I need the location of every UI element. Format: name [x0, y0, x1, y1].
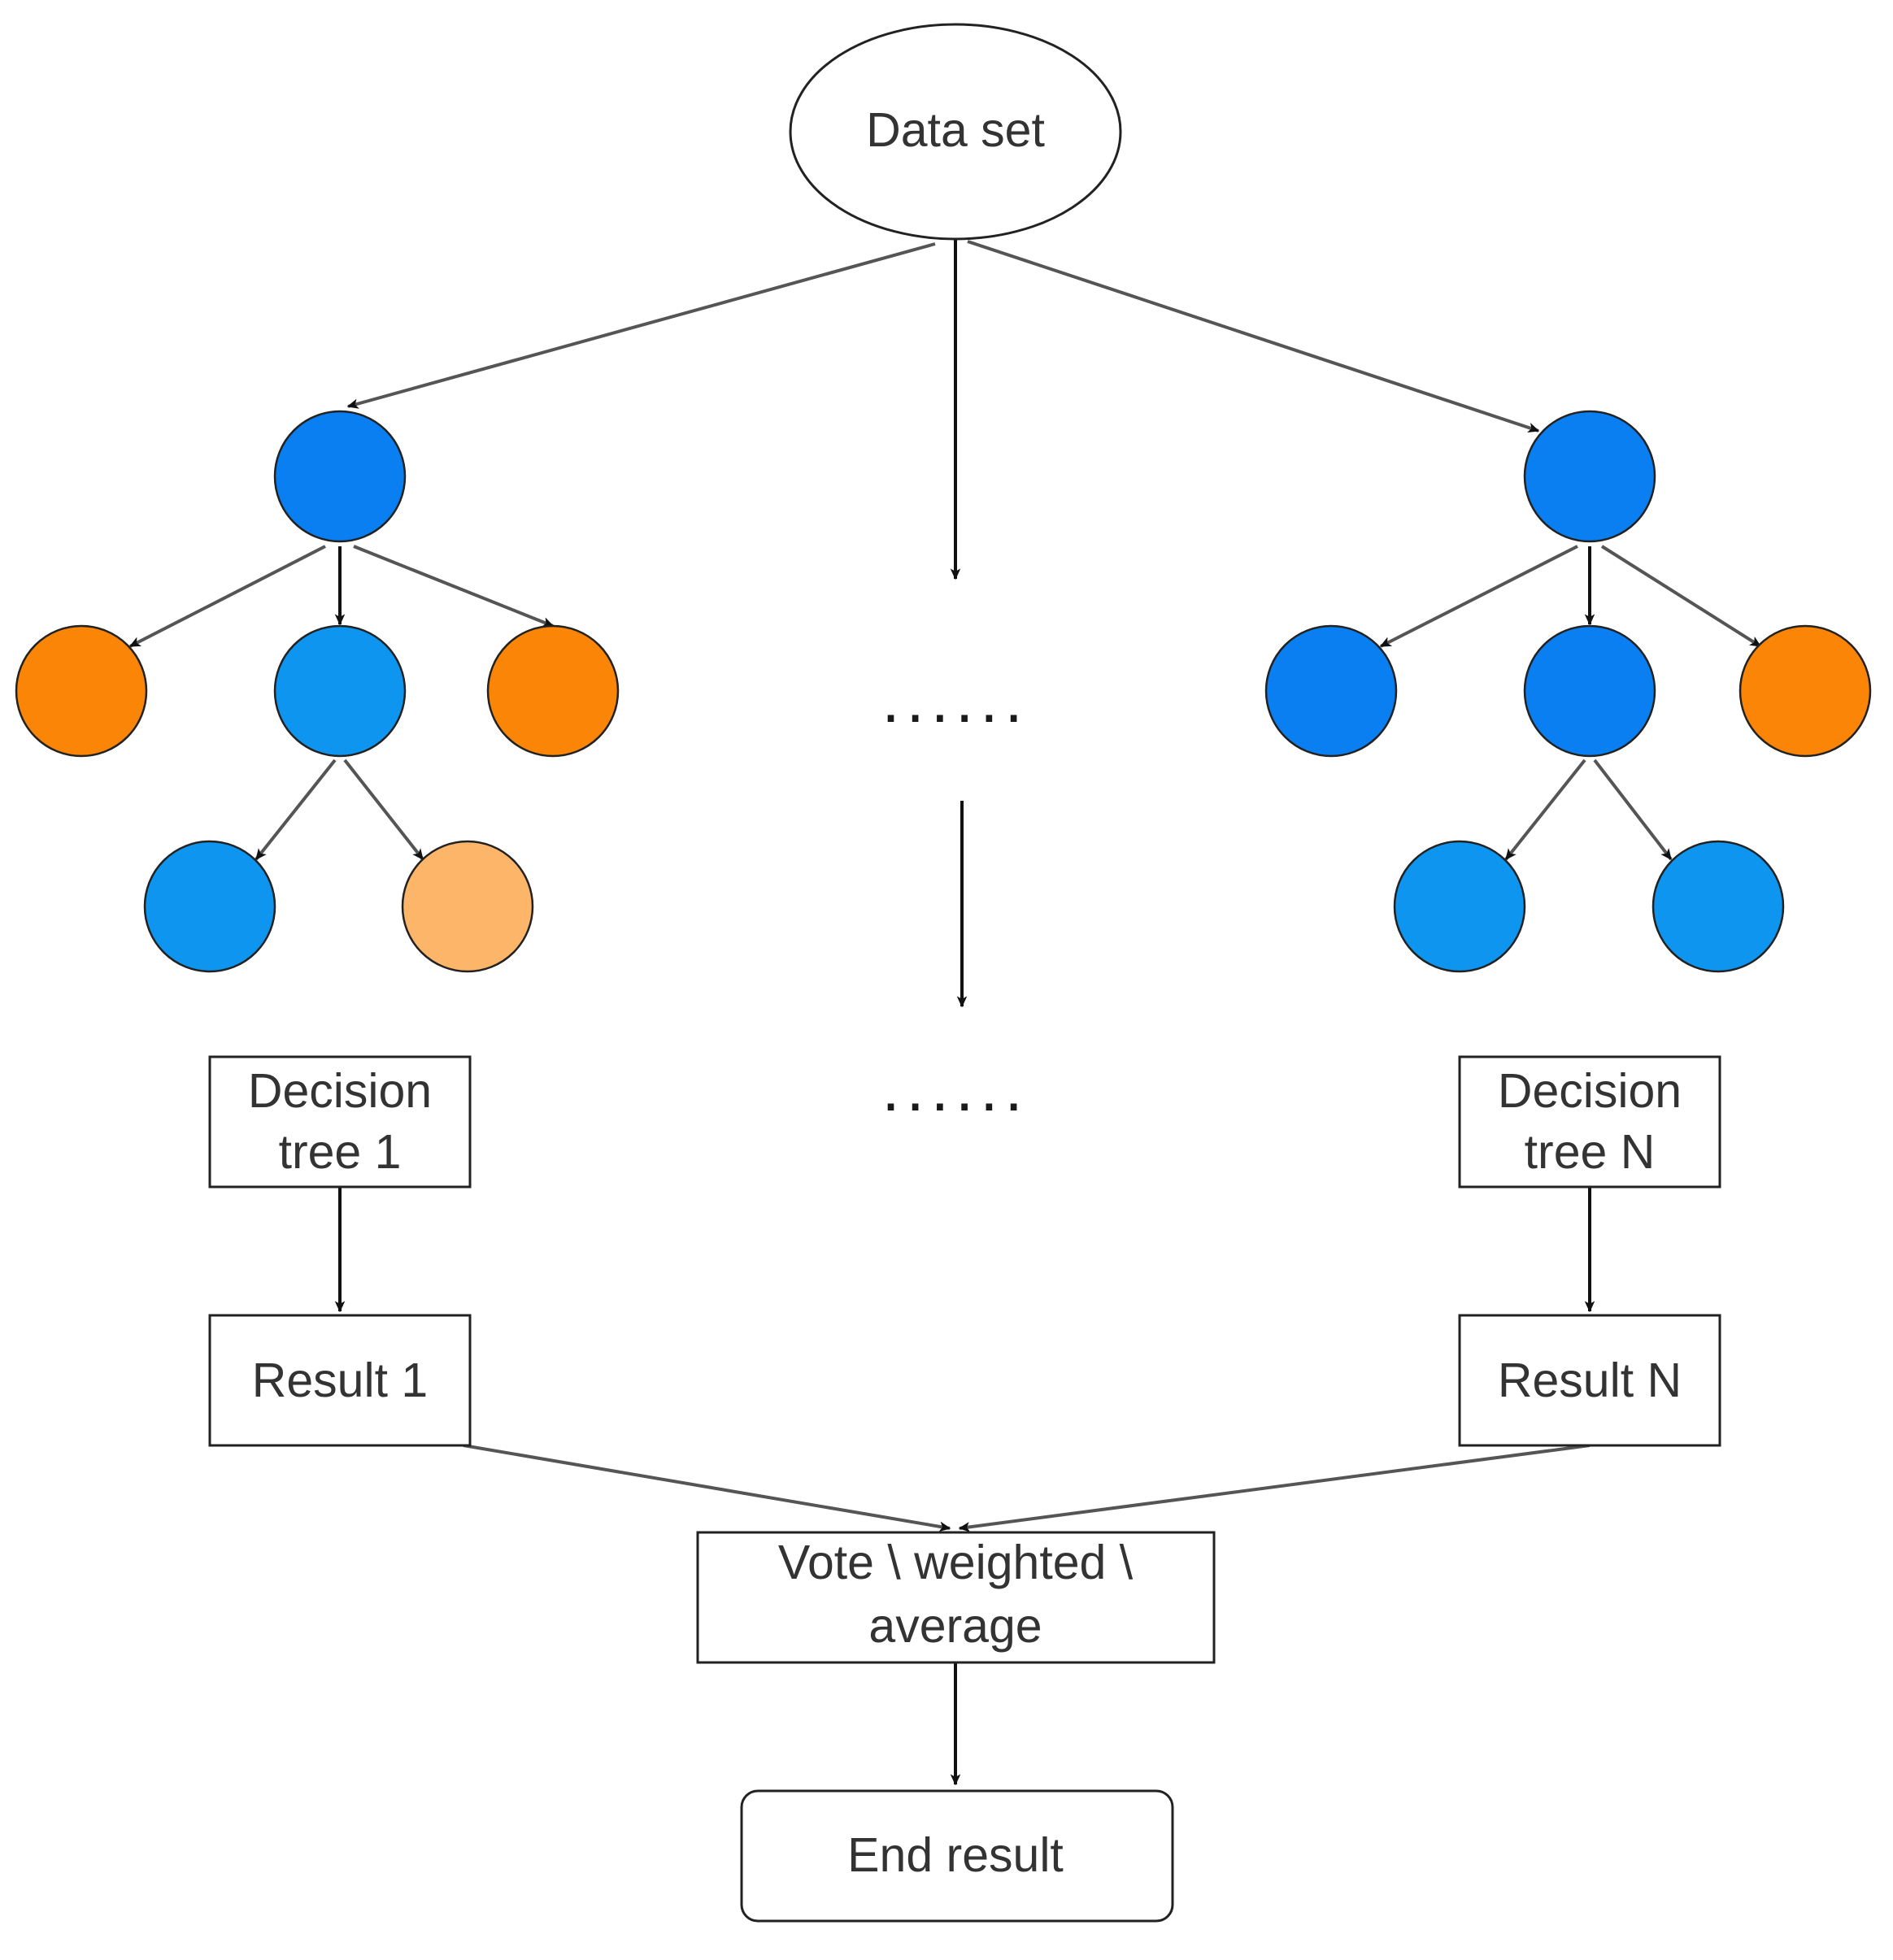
right-tree-edges [1379, 545, 1762, 861]
decision-tree-n-line2: tree N [1525, 1125, 1656, 1179]
vote-line2: average [868, 1599, 1042, 1653]
tree-node [1264, 624, 1398, 758]
tree-node [15, 624, 148, 758]
tree-node [1739, 624, 1872, 758]
left-tree-edges [128, 545, 555, 861]
edge [353, 545, 555, 628]
left-tree [15, 410, 620, 973]
dataset-label: Data set [866, 103, 1045, 157]
dataset-node: Data set [789, 23, 1122, 241]
right-tree [1264, 410, 1872, 973]
decision-tree-1-line1: Decision [248, 1064, 432, 1118]
edge [343, 758, 424, 861]
tree-node [401, 840, 534, 973]
result-n-box: Result N [1458, 1314, 1721, 1447]
decision-tree-1-line2: tree 1 [279, 1125, 402, 1179]
edge [128, 545, 326, 648]
ellipsis-top: ...... [881, 663, 1029, 736]
tree-node [1393, 840, 1526, 973]
vote-line1: Vote \ weighted \ [778, 1536, 1134, 1589]
result-1-label: Result 1 [252, 1354, 428, 1407]
end-result-label: End result [847, 1828, 1064, 1882]
decision-tree-n-line1: Decision [1498, 1064, 1682, 1118]
edge-dataset-to-tree1 [346, 242, 936, 409]
decision-tree-n-box: Decision tree N [1458, 1055, 1721, 1189]
edge-result1-to-vote [463, 1444, 951, 1532]
edge-resultN-to-vote [958, 1444, 1591, 1532]
edge [1600, 545, 1762, 648]
edge [1593, 758, 1673, 861]
ellipsis-bottom: ...... [881, 1052, 1029, 1124]
edge [255, 758, 337, 861]
tree-node [1651, 840, 1785, 973]
edge-dataset-to-treeN [967, 240, 1540, 433]
dataset-edges [346, 240, 1540, 580]
end-result-box: End result [740, 1789, 1174, 1923]
decision-tree-1-box: Decision tree 1 [208, 1055, 472, 1189]
result-1-box: Result 1 [208, 1314, 472, 1447]
edge [1504, 758, 1586, 861]
edge [1379, 545, 1578, 648]
tree-node [273, 624, 407, 758]
tree-node [273, 410, 407, 543]
tree-node [143, 840, 276, 973]
tree-node [1523, 410, 1656, 543]
vote-box: Vote \ weighted \ average [696, 1531, 1216, 1664]
tree-node [486, 624, 620, 758]
tree-node [1523, 624, 1656, 758]
result-n-label: Result N [1498, 1354, 1682, 1407]
